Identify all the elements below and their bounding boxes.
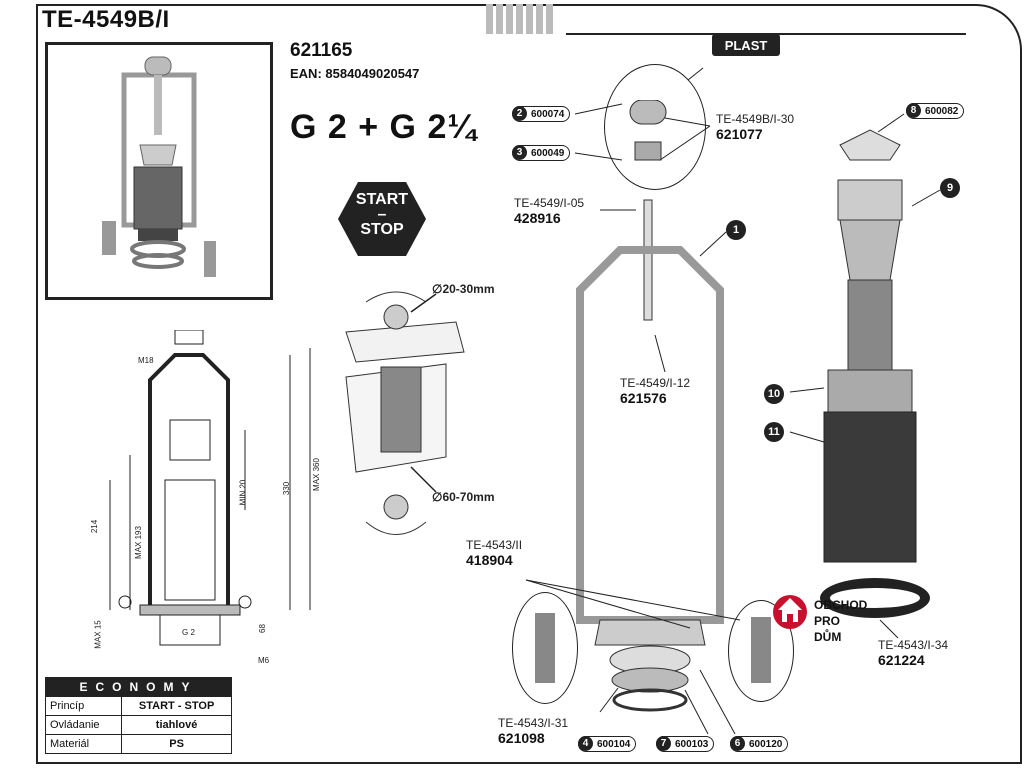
shop-line2: PRO DŮM bbox=[814, 614, 842, 644]
product-code: 621165 bbox=[290, 40, 353, 61]
hand-bottom-icon bbox=[383, 494, 409, 520]
title-stripes bbox=[486, 4, 566, 34]
exploded-valve bbox=[560, 99, 740, 740]
plast-label: PLAST bbox=[712, 34, 780, 56]
screw-kit-right bbox=[728, 600, 794, 702]
cap-icon bbox=[629, 99, 667, 125]
house-icon bbox=[773, 595, 807, 629]
product-photo bbox=[45, 42, 273, 300]
part-1-marker: 1 bbox=[726, 220, 746, 240]
plast-highlight-circle bbox=[604, 64, 706, 190]
shop-line1: OBCHOD bbox=[814, 598, 868, 612]
dim-g2: G 2 bbox=[182, 628, 195, 637]
hand-icon bbox=[383, 304, 409, 330]
screw-right-icon bbox=[238, 595, 252, 609]
technical-drawing bbox=[80, 329, 320, 670]
screw-kit-left bbox=[512, 592, 578, 704]
spec-row-principle: Princíp START - STOP bbox=[44, 696, 232, 716]
gasket-ring bbox=[820, 578, 930, 618]
shop-logo: OBCHOD PRO DŮM bbox=[772, 592, 870, 644]
start-label: START bbox=[355, 191, 409, 208]
octagon-icon bbox=[338, 182, 426, 256]
spec-table: ECONOMY Princíp START - STOP Ovládanie t… bbox=[44, 677, 232, 754]
top-range-label: ∅20-30mm bbox=[432, 282, 495, 296]
float-assembly bbox=[800, 120, 940, 570]
thread-size: G 2 + G 2¼ bbox=[290, 108, 477, 146]
ref-30: TE-4549B/I-30 621077 bbox=[716, 112, 795, 142]
screw-kit-right-icon bbox=[751, 617, 771, 683]
stop-label: STOP bbox=[360, 221, 404, 238]
screw-left-icon bbox=[118, 595, 132, 609]
spec-row-control: Ovládanie tiahlové bbox=[44, 715, 232, 735]
start-stop-dash: – bbox=[377, 206, 387, 223]
ref-12: TE-4549/I-12 621576 bbox=[620, 376, 691, 406]
part-11-marker: 11 bbox=[764, 422, 784, 442]
ref-ii: TE-4543/II 418904 bbox=[466, 538, 523, 568]
dim-m18: M18 bbox=[138, 356, 154, 365]
page-title: TE-4549B/I bbox=[42, 6, 170, 33]
nut-icon bbox=[634, 141, 662, 161]
start-stop-badge: START – STOP bbox=[336, 180, 428, 258]
ref-34: TE-4543/I-34 621224 bbox=[878, 638, 949, 668]
spec-table-header: ECONOMY bbox=[45, 677, 232, 697]
spec-row-material: Materiál PS bbox=[44, 734, 232, 754]
ean-code: EAN: 8584049020547 bbox=[290, 66, 420, 81]
part-9-marker: 9 bbox=[940, 178, 960, 198]
ref-31: TE-4543/I-31 621098 bbox=[498, 716, 569, 746]
part-10-marker: 10 bbox=[764, 384, 784, 404]
bottom-range-label: ∅60-70mm bbox=[432, 490, 495, 504]
ref-05: TE-4549/I-05 428916 bbox=[514, 196, 585, 226]
screw-kit-left-icon bbox=[535, 613, 555, 683]
dim-m6: M6 bbox=[258, 656, 270, 665]
installation-illustration bbox=[336, 282, 506, 552]
